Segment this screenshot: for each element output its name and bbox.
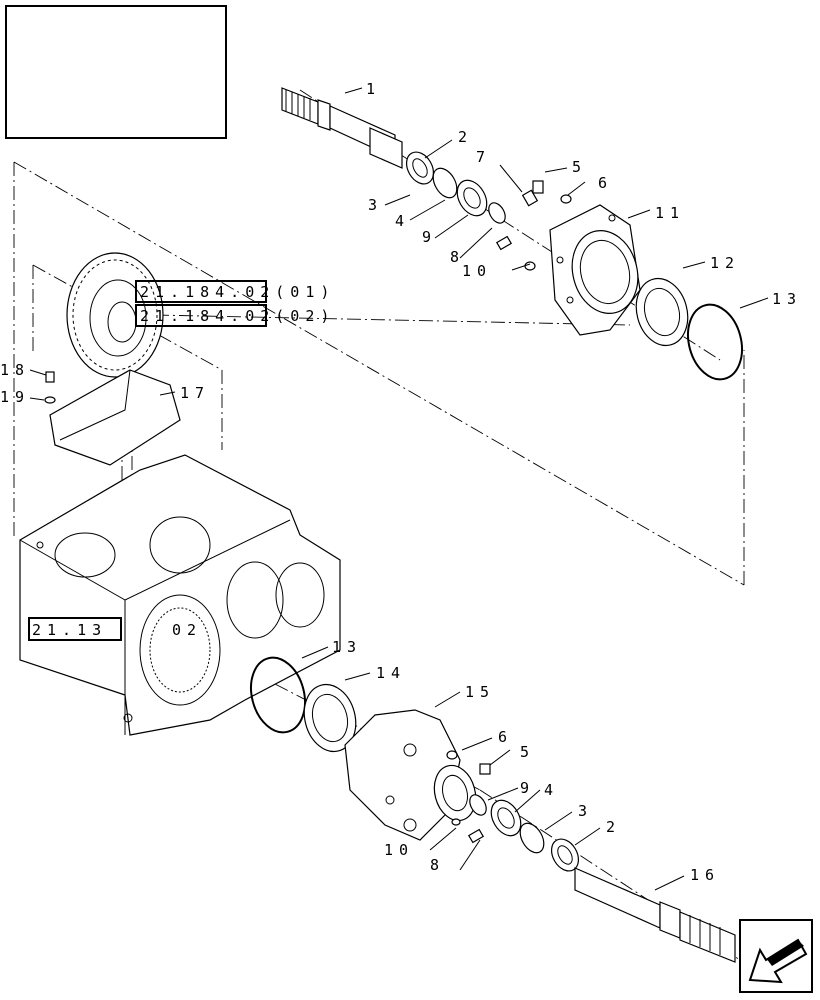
- output-shaft-bottom: [574, 867, 736, 963]
- gearbox-housing: [19, 454, 341, 736]
- callout-14: 14: [376, 664, 406, 682]
- callout-6-bottom: 6: [498, 728, 513, 746]
- bearing-housing-bottom: [344, 709, 477, 841]
- callout-8-bottom: 8: [430, 856, 445, 874]
- gear: [66, 252, 164, 378]
- ref-box-c: [28, 617, 122, 641]
- callout-7: 7: [476, 148, 491, 166]
- bottom-small-parts: [446, 750, 580, 872]
- arrow-down-left-icon[interactable]: [739, 919, 813, 993]
- callout-16: 16: [690, 866, 720, 884]
- callout-2-top: 2: [458, 128, 473, 146]
- callout-3-bottom: 3: [578, 802, 593, 820]
- title-frame: [5, 5, 227, 139]
- callout-3-top: 3: [368, 196, 383, 214]
- callout-13-top: 13: [772, 290, 802, 308]
- callout-11: 11: [655, 204, 685, 222]
- callout-10-top: 10: [462, 262, 492, 280]
- callout-4-top: 4: [395, 212, 410, 230]
- callouts: 1 2 3 4 9 8 7 5 6 10 11 12 13 18 19 17 1…: [0, 80, 802, 884]
- callout-1: 1: [366, 80, 381, 98]
- callout-15: 15: [465, 683, 495, 701]
- ref-box-a: [135, 280, 267, 303]
- leader-lines: [29, 87, 769, 891]
- callout-17: 17: [180, 384, 210, 402]
- ref-b-label[interactable]: 21.184.02(02): [140, 307, 335, 325]
- callout-6-top: 6: [598, 174, 613, 192]
- callout-8-top: 8: [450, 248, 465, 266]
- bearing-housing-top: [549, 204, 641, 336]
- callout-5-bottom: 5: [520, 743, 535, 761]
- callout-5-top: 5: [572, 158, 587, 176]
- ref-a-label[interactable]: 21.184.02(01): [140, 283, 335, 301]
- input-shaft-top: [281, 87, 403, 169]
- reference-boxes: 21.184.02(01) 21.184.02(02) 21.13 02: [28, 280, 335, 641]
- seal-ring-bottom: [250, 656, 357, 753]
- callout-13-bottom: 13: [332, 638, 362, 656]
- seal-ring-top: [635, 277, 743, 381]
- callout-4-bottom: 4: [544, 781, 559, 799]
- ref-c-label[interactable]: 21.13: [32, 621, 107, 639]
- callout-19: 19: [0, 388, 30, 406]
- callout-2-bottom: 2: [606, 818, 621, 836]
- callout-10-bottom: 10: [384, 841, 414, 859]
- callout-12: 12: [710, 254, 740, 272]
- cover: [44, 369, 181, 466]
- callout-9-top: 9: [422, 228, 437, 246]
- ref-box-b: [135, 304, 267, 327]
- callout-18: 18: [0, 361, 30, 379]
- ref-c-suffix: 02: [172, 621, 202, 639]
- callout-9-bottom: 9: [520, 779, 535, 797]
- top-small-parts: [405, 151, 572, 271]
